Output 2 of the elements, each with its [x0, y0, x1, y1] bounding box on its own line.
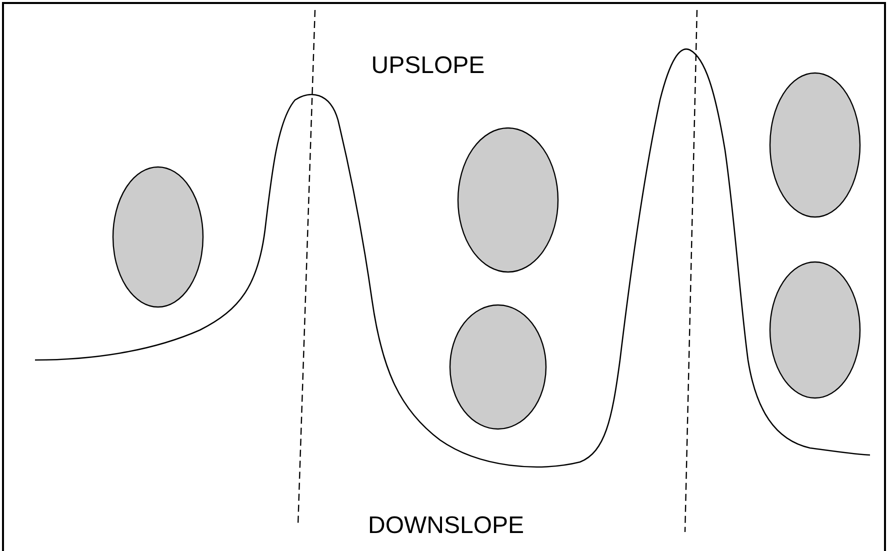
downslope-label: DOWNSLOPE — [368, 512, 524, 540]
upslope-label: UPSLOPE — [371, 52, 485, 80]
